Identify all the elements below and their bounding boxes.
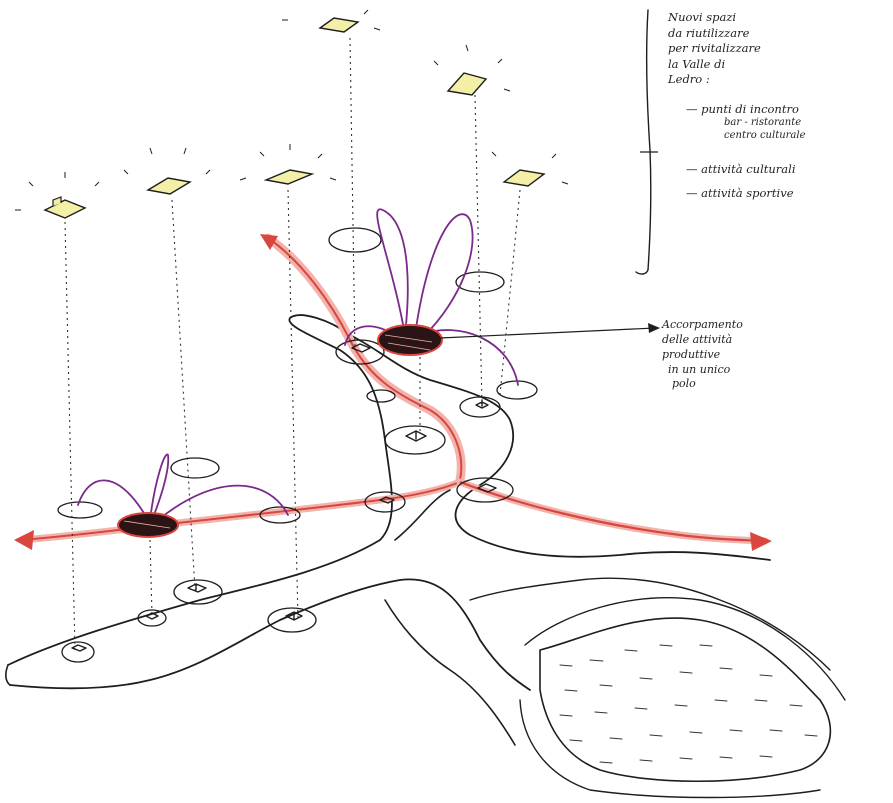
building-1 — [15, 172, 99, 218]
building-5 — [434, 45, 510, 95]
annotation-arrow — [440, 323, 660, 338]
legend: Nuovi spazi da riutilizzare per rivitali… — [668, 10, 806, 201]
legend-title-line: la Valle di — [668, 57, 806, 73]
legend-bracket — [636, 10, 658, 274]
building-glyphs — [72, 344, 496, 651]
activity-nodes — [58, 228, 537, 662]
legend-item-cultural: attività culturali — [701, 162, 795, 176]
building-4 — [282, 10, 380, 32]
floating-buildings — [15, 10, 568, 218]
building-6 — [492, 152, 568, 186]
annotation-line: in un unico — [668, 363, 743, 378]
annotation-line: produttive — [662, 348, 743, 363]
building-3 — [240, 144, 336, 184]
annotation-line: polo — [672, 377, 743, 392]
annotation-line: Accorpamento — [662, 318, 743, 333]
legend-title-line: Ledro : — [668, 72, 806, 88]
lake — [520, 598, 845, 798]
legend-item-sports: attività sportive — [701, 186, 793, 200]
legend-title-line: Nuovi spazi — [668, 10, 806, 26]
legend-title-line: per rivitalizzare — [668, 41, 806, 57]
legend-title-line: da riutilizzare — [668, 26, 806, 42]
projection-lines — [65, 38, 520, 650]
connection-arcs — [78, 209, 518, 520]
building-2 — [124, 148, 210, 194]
production-annotation: Accorpamento delle attività produttive i… — [662, 318, 743, 392]
legend-item-meeting-points: punti di incontro — [701, 102, 799, 116]
annotation-line: delle attività — [662, 333, 743, 348]
legend-subitem: bar - ristorante — [724, 117, 806, 130]
legend-subitem: centro culturale — [724, 130, 806, 143]
